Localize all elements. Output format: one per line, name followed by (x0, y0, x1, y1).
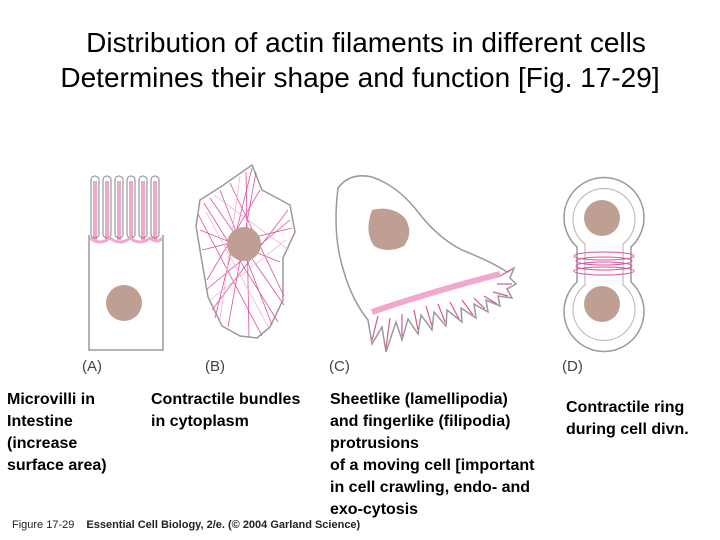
panel-letter-a: (A) (82, 358, 102, 375)
nucleus-b (227, 227, 261, 261)
figure-number: Figure 17-29 (12, 519, 75, 531)
microvilli-actin-bundles (93, 181, 157, 240)
caption-microvilli: Microvilli in Intestine (increase surfac… (7, 391, 107, 474)
panel-d-dividing-cell: (D) (562, 176, 645, 375)
caption-contractile-bundles: Contractile bundles in cytoplasm (151, 391, 301, 430)
nucleus-a (106, 285, 142, 321)
lamellipodium-actin-meshwork (371, 271, 501, 315)
nucleus-d-top (584, 200, 620, 236)
panel-c-moving-cell: (C) (329, 175, 518, 375)
panel-a-microvilli-cell: (A) (82, 175, 164, 375)
nucleus-c (368, 208, 410, 250)
figure-credit: Figure 17-29 Essential Cell Biology, 2/e.… (12, 519, 360, 531)
contractile-ring (573, 251, 635, 276)
nucleus-d-bottom (584, 286, 620, 322)
slide-title-line-1: Distribution of actin filaments in diffe… (86, 27, 646, 58)
terminal-web (89, 236, 164, 244)
figure-source: Essential Cell Biology, 2/e. (© 2004 Gar… (86, 519, 361, 531)
panel-letter-c: (C) (329, 358, 350, 375)
microvilli (90, 175, 160, 239)
panel-b-contractile-bundles-cell: (B) (195, 163, 296, 375)
caption-contractile-ring: Contractile ring during cell divn. (566, 399, 689, 438)
caption-lamellipodia-filopodia: Sheetlike (lamellipodia) and fingerlike … (330, 391, 535, 518)
panel-letter-b: (B) (205, 358, 225, 375)
slide-title-line-2: Determines their shape and function [Fig… (60, 62, 660, 93)
filopodia-actin (371, 269, 512, 349)
panel-letter-d: (D) (562, 358, 583, 375)
